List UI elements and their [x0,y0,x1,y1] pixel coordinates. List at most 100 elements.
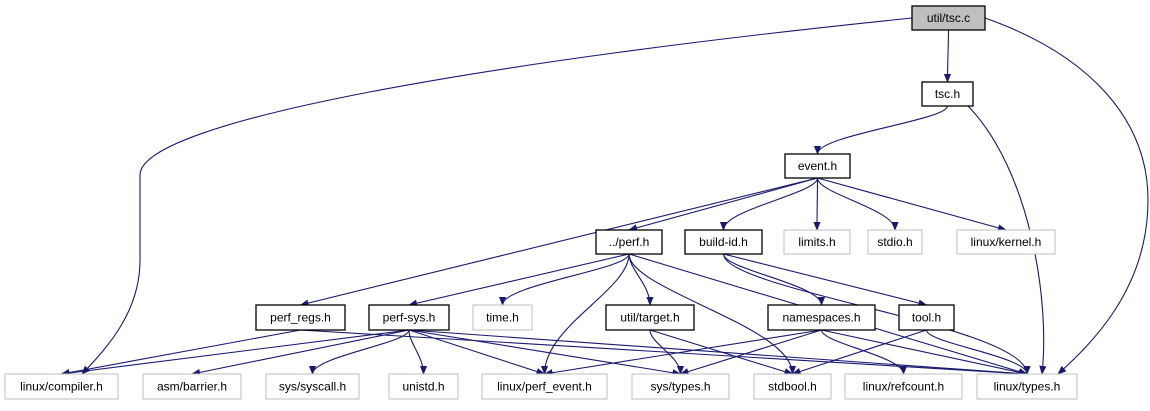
node-box [784,153,851,179]
node-barrier_h: asm/barrier.h [142,373,242,400]
node-label: build-id.h [699,235,748,249]
edge-target_h-to-systypes_h [649,329,685,375]
edge-perfsys_h-to-barrier_h [191,329,410,376]
node-buildid_h[interactable]: build-id.h [684,229,763,255]
edge-event_h-to-perf_h [628,177,818,232]
edge-event_h-to-perfregs_h [299,177,818,307]
edge-target_h-to-stdbool_h [649,329,794,376]
node-stdio_h: stdio.h [867,229,923,255]
node-label: util/tsc.c [927,11,970,25]
node-label: limits.h [798,235,835,249]
node-box [783,229,851,255]
node-box [388,373,459,400]
node-perfsys_h[interactable]: perf-sys.h [368,304,450,331]
edges [60,17,1149,378]
node-tool_h[interactable]: tool.h [898,304,955,331]
edge-event_h-to-stdio_h [816,177,899,231]
edge-perfregs_h-to-types_h [300,329,1028,378]
node-namespaces_h[interactable]: namespaces.h [767,304,876,331]
node-box [255,304,346,331]
edge-perfsys_h-to-compiler_h [60,329,410,377]
edge-tsc_c-to-compiler_h [81,17,913,375]
edge-perfsys_h-to-systypes_h [408,329,682,377]
node-label: perf_regs.h [270,311,331,325]
edge-event_h-to-limits_h [813,177,821,231]
node-box [753,373,832,400]
node-label: event.h [798,159,837,173]
node-label: ../perf.h [609,235,650,249]
node-label: tool.h [912,311,941,325]
edge-tool_h-to-types_h [925,329,1031,375]
node-label: sys/types.h [650,380,710,394]
node-label: linux/refcount.h [863,380,944,394]
node-label: perf-sys.h [383,311,436,325]
node-label: asm/barrier.h [157,380,227,394]
node-box [368,304,450,331]
node-kernel_h: linux/kernel.h [956,229,1056,255]
node-box [472,304,533,331]
edge-namespaces_h-to-refcount_h [820,329,908,375]
node-types_h: linux/types.h [976,373,1078,400]
node-box [595,229,663,255]
node-box [844,373,963,400]
node-limits_h: limits.h [783,229,851,255]
node-label: time.h [486,311,519,325]
node-label: linux/perf_event.h [497,380,592,394]
node-label: linux/compiler.h [20,380,103,394]
edge-buildid_h-to-namespaces_h [722,253,826,306]
node-box [265,373,360,400]
edge-perfsys_h-to-syscall_h [308,329,410,375]
nodes: util/tsc.c tsc.h event.h ../perf.h build-id.… [4,5,1078,400]
node-unistd_h: unistd.h [388,373,459,400]
node-compiler_h: linux/compiler.h [4,373,119,400]
node-box [481,373,608,400]
node-syscall_h: sys/syscall.h [265,373,360,400]
edge-event_h-to-buildid_h [719,177,819,231]
node-box [4,373,119,400]
node-event_h[interactable]: event.h [784,153,851,179]
edge-tsc_h-to-event_h [813,105,949,155]
node-label: linux/types.h [994,380,1061,394]
node-box [921,81,974,107]
node-refcount_h: linux/refcount.h [844,373,963,400]
node-stdbool_h: stdbool.h [753,373,832,400]
node-box [684,229,763,255]
edge-perf_h-to-time_h [498,253,630,306]
edge-perf_h-to-perfsys_h [408,253,630,307]
node-box [142,373,242,400]
node-box [631,373,730,400]
node-perfevent_h: linux/perf_event.h [481,373,608,400]
node-perfregs_h[interactable]: perf_regs.h [255,304,346,331]
node-box [956,229,1056,255]
node-box [911,5,986,31]
edge-perfsys_h-to-types_h [408,329,1028,378]
node-label: util/target.h [620,311,679,325]
edge-perf_h-to-target_h [628,253,654,306]
node-target_h[interactable]: util/target.h [605,304,695,331]
node-label: linux/kernel.h [971,235,1042,249]
node-label: stdio.h [877,235,912,249]
edge-perf_h-to-perfevent_h [540,253,630,375]
edge-namespaces_h-to-systypes_h [679,329,822,376]
edge-tsc_c-to-tsc_h [943,29,952,83]
node-label: tsc.h [935,87,960,101]
node-box [898,304,955,331]
node-label: unistd.h [402,380,444,394]
edge-tool_h-to-stdbool_h [791,329,927,375]
node-box [867,229,923,255]
edge-perfsys_h-to-unistd_h [408,329,428,375]
node-label: sys/syscall.h [279,380,346,394]
edge-perfsys_h-to-perfevent_h [408,329,546,375]
node-perf_h[interactable]: ../perf.h [595,229,663,255]
edge-buildid_h-to-tool_h [723,253,928,307]
node-box [605,304,695,331]
node-box [976,373,1078,400]
node-label: namespaces.h [782,311,860,325]
edge-namespaces_h-to-perfevent_h [543,329,822,377]
node-label: stdbool.h [768,380,817,394]
edge-namespaces_h-to-types_h [821,329,1028,376]
node-tsc_h[interactable]: tsc.h [921,81,974,107]
node-tsc_c[interactable]: util/tsc.c [911,5,986,31]
node-box [767,304,876,331]
